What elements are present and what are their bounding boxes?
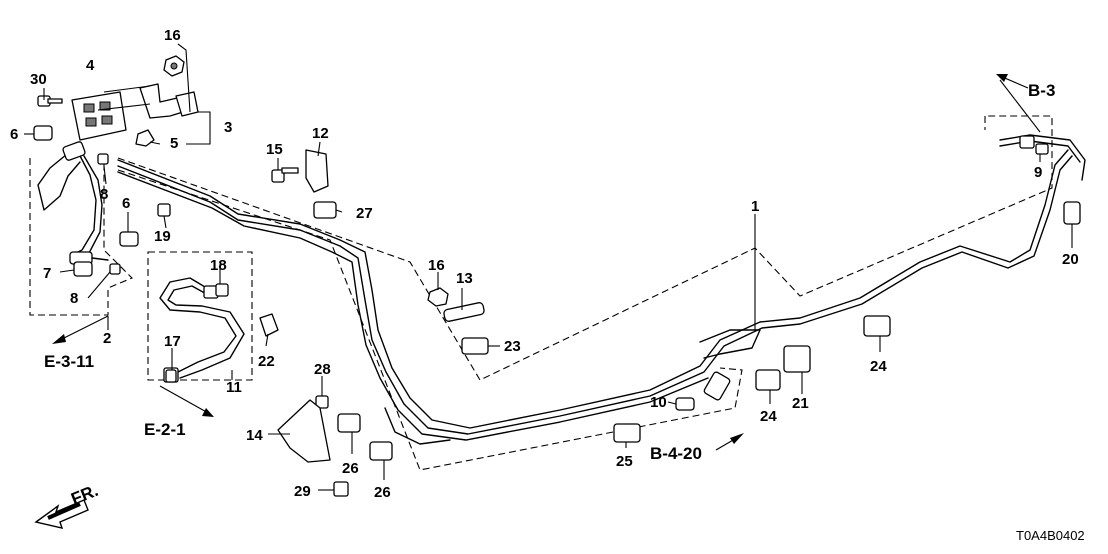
callout-16b: 16 [428, 257, 445, 274]
reference-labels: B-3 E-3-11 E-2-1 B-4-20 [44, 81, 1055, 463]
callout-26b: 26 [374, 484, 391, 501]
callout-19: 19 [154, 228, 171, 245]
outline-hose-2 [29, 158, 133, 316]
callout-2: 2 [103, 330, 111, 347]
callout-28: 28 [314, 361, 331, 378]
callout-24b: 24 [870, 358, 887, 375]
callout-22: 22 [258, 353, 275, 370]
callout-29: 29 [294, 483, 311, 500]
callout-15: 15 [266, 141, 283, 158]
reference-arrows [52, 74, 1029, 451]
brake-line-bundle [117, 134, 1086, 445]
callout-7: 7 [43, 265, 51, 282]
callout-5: 5 [170, 135, 178, 152]
ref-e21: E-2-1 [144, 420, 186, 439]
callout-13: 13 [456, 270, 473, 287]
callout-16a: 16 [164, 27, 181, 44]
hose-2 [37, 141, 109, 265]
callout-23: 23 [504, 338, 521, 355]
outline-assembly-1-lower [117, 169, 743, 471]
callout-8b: 8 [70, 290, 78, 307]
callout-26a: 26 [342, 460, 359, 477]
callout-24a: 24 [760, 408, 777, 425]
ref-b3: B-3 [1028, 81, 1055, 100]
callout-9: 9 [1034, 164, 1042, 181]
diagram-code: T0A4B0402 [1016, 528, 1085, 543]
callout-8a: 8 [100, 186, 108, 203]
hose-11 [159, 277, 245, 383]
outline-hose-11 [147, 251, 253, 381]
parts-small [33, 55, 1081, 497]
callout-25: 25 [616, 453, 633, 470]
callout-1: 1 [751, 198, 759, 215]
bracket-4 [71, 91, 127, 141]
callout-6a: 6 [10, 126, 18, 143]
callout-4: 4 [86, 57, 95, 74]
callout-21: 21 [792, 395, 809, 412]
outline-assembly-1 [117, 115, 1053, 381]
callout-11: 11 [226, 379, 242, 396]
callout-12: 12 [312, 125, 329, 142]
callout-27: 27 [356, 205, 373, 222]
leader-lines [24, 43, 1073, 491]
outline-bracket-3 [186, 111, 211, 145]
callout-20: 20 [1062, 251, 1079, 268]
callout-17: 17 [164, 333, 181, 350]
front-label: FR. [68, 481, 101, 509]
callout-10: 10 [650, 394, 667, 411]
callout-3: 3 [224, 119, 232, 136]
callout-30: 30 [30, 71, 47, 88]
callout-18: 18 [210, 257, 227, 274]
ref-e311: E-3-11 [44, 352, 94, 371]
bracket-3 [139, 83, 199, 119]
ref-b420: B-4-20 [650, 444, 702, 463]
callout-numbers: 1 2 3 4 5 6 6 7 8 8 9 10 11 12 13 14 15 … [10, 27, 1079, 501]
callout-14: 14 [246, 427, 263, 444]
callout-6b: 6 [122, 195, 130, 212]
front-arrow [34, 499, 89, 529]
